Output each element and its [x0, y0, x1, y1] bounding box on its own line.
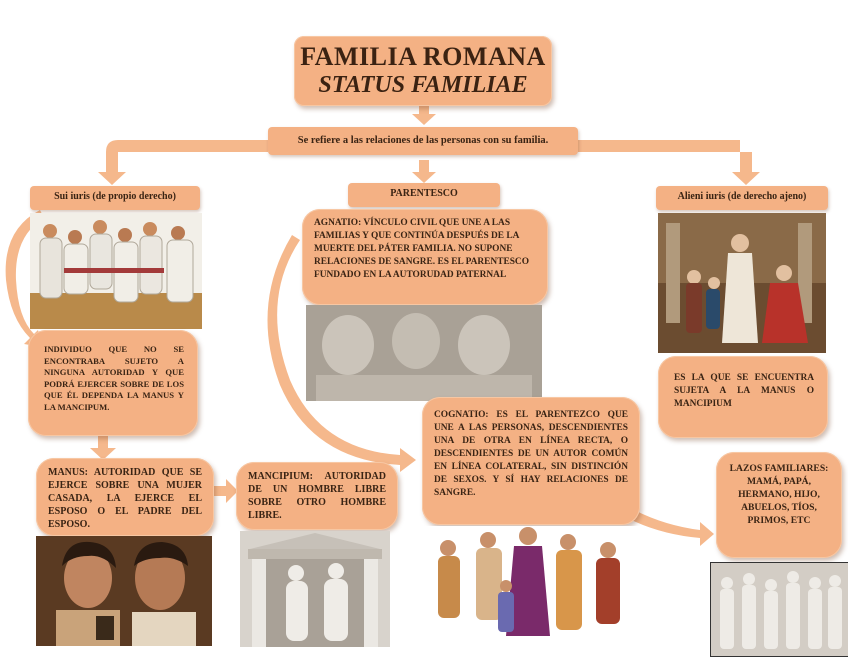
- cognatio-box: COGNATIO: ES EL PARENTEZCO QUE UNE A LAS…: [422, 397, 640, 525]
- senators-painting: [30, 213, 202, 329]
- ara-pacis-relief: [710, 562, 848, 657]
- manus-box: MANUS: AUTORIDAD QUE SE EJERCE SOBRE UNA…: [36, 458, 214, 536]
- marble-stele-relief: [240, 531, 390, 647]
- family-painting: [658, 213, 826, 353]
- alieni-iuris-header: Alieni iuris (de derecho ajeno): [656, 186, 828, 210]
- title-line-1: FAMILIA ROMANA: [300, 42, 546, 71]
- sui-iuris-definition: INDIVIDUO QUE NO SE ENCONTRABA SUJETO A …: [28, 330, 198, 436]
- pompeii-couple-fresco: [36, 536, 212, 646]
- alieni-iuris-definition: ES LA QUE SE ENCUENTRA SUJETA A LA MANUS…: [658, 356, 828, 438]
- mancipium-box: MANCIPIUM: AUTORIDAD DE UN HOMBRE LIBRE …: [236, 462, 398, 530]
- subtitle-box: Se refiere a las relaciones de las perso…: [268, 127, 578, 155]
- agnatio-box: AGNATIO: VÍNCULO CIVIL QUE UNE A LAS FAM…: [302, 209, 548, 305]
- title-box: FAMILIA ROMANA STATUS FAMILIAE: [294, 36, 552, 106]
- parentesco-header: PARENTESCO: [348, 183, 500, 207]
- roman-family-illustration: [418, 526, 646, 652]
- stone-relief-portraits: [306, 305, 542, 401]
- sui-iuris-header: Sui iuris (de propio derecho): [30, 186, 200, 210]
- title-line-2: STATUS FAMILIAE: [318, 72, 528, 98]
- lazos-familiares-box: LAZOS FAMILIARES: MAMÁ, PAPÁ, HERMANO, H…: [716, 452, 842, 558]
